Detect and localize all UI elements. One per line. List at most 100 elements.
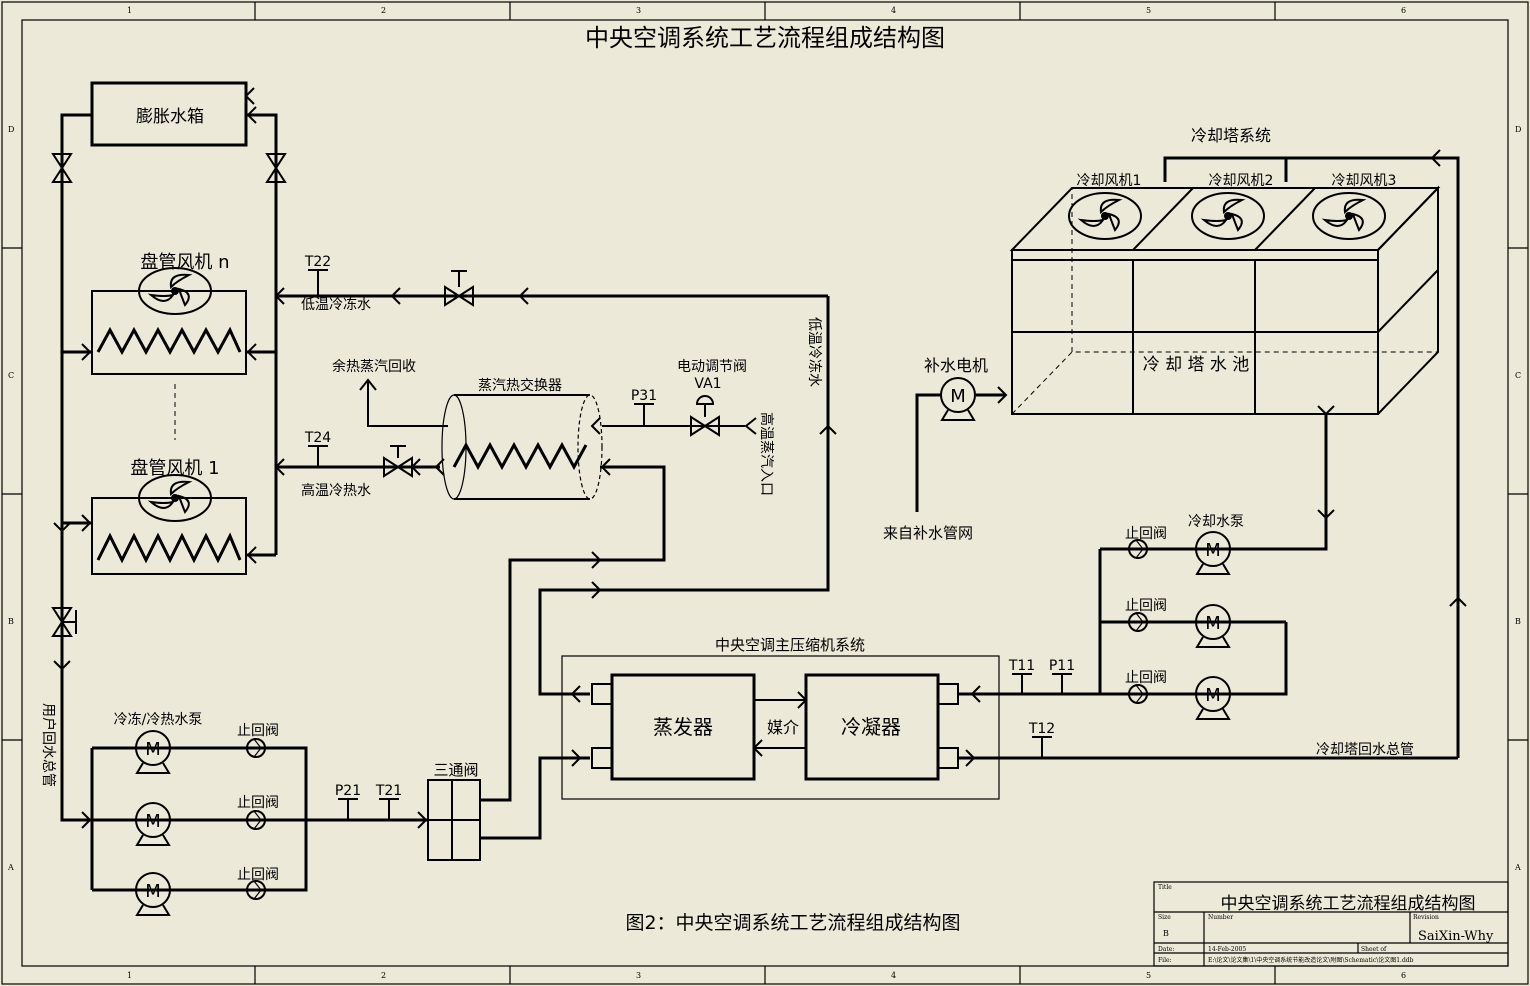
three-way-label: 三通阀 (433, 761, 478, 779)
tb-date: 14-Feb-2005 (1208, 946, 1246, 953)
col-label: 1 (127, 971, 132, 980)
fan1-label: 冷却风机1 (1077, 173, 1142, 189)
fan-icon (1312, 192, 1386, 240)
fan3-label: 冷却风机3 (1332, 173, 1397, 189)
t21-label: T21 (375, 783, 402, 799)
evaporator-box (610, 673, 756, 781)
coil-zigzag (96, 326, 242, 356)
row-label: C (1515, 371, 1521, 380)
medium-label: 媒介 (767, 718, 799, 737)
makeup-source-label: 来自补水管网 (883, 524, 973, 542)
row-label: B (8, 617, 14, 626)
fcu-n-label: 盘管风机 n (140, 252, 229, 273)
check-valve-label: 止回阀 (237, 723, 279, 739)
pump-m-label: M (145, 739, 161, 760)
pump-m-label: M (1205, 540, 1221, 561)
motor-valve-label: 电动调节阀 (677, 359, 747, 375)
check-valve-label: 止回阀 (1125, 598, 1167, 614)
cooling-pipes (958, 156, 1460, 760)
col-label: 1 (127, 6, 132, 15)
tower-system-label: 冷却塔系统 (1191, 126, 1271, 145)
expansion-tank-label: 膨胀水箱 (136, 107, 204, 127)
makeup-motor-label: 补水电机 (924, 356, 988, 375)
t12-label: T12 (1028, 721, 1055, 737)
col-label: 3 (636, 971, 641, 980)
col-label: 2 (381, 6, 386, 15)
fcu-n-coil-box (91, 290, 247, 375)
row-label: A (1514, 863, 1521, 872)
steam-hx-label: 蒸汽热交换器 (478, 377, 562, 394)
user-return-label: 用户回水总管 (40, 703, 57, 787)
hx-return-pipes (480, 296, 830, 840)
cooling-pump-label: 冷却水泵 (1188, 514, 1244, 530)
tb-file: E:\论文\论文集\1\中央空调系统节能改造论文\附图\Schematic\论文… (1208, 956, 1414, 964)
tb-date-label: Date: (1158, 946, 1174, 953)
row-label: A (7, 863, 14, 872)
tb-size-label: Size (1158, 914, 1171, 921)
tower-return-label: 冷却塔回水总管 (1316, 742, 1414, 758)
col-label: 2 (381, 971, 386, 980)
high-temp-hot-label: 高温冷热水 (301, 482, 371, 499)
p21-label: P21 (335, 783, 361, 799)
col-label: 6 (1401, 6, 1406, 15)
page-title: 中央空调系统工艺流程组成结构图 (585, 24, 945, 52)
pump-m-label: M (1205, 685, 1221, 706)
title-block (1153, 881, 1509, 967)
t24-label: T24 (304, 430, 331, 446)
pump-m-label: M (145, 881, 161, 902)
col-label: 5 (1146, 971, 1151, 980)
tower-pool-label: 冷 却 塔 水 池 (1143, 355, 1250, 375)
row-label: D (1515, 125, 1521, 134)
tb-file-label: File: (1158, 957, 1172, 964)
compressor-system-label: 中央空调主压缩机系统 (715, 636, 865, 654)
condenser-label: 冷凝器 (841, 715, 901, 739)
figure-caption: 图2：中央空调系统工艺流程组成结构图 (625, 912, 960, 934)
user-side-pipes (60, 113, 828, 820)
cooling-tower (1009, 185, 1441, 415)
col-label: 5 (1146, 6, 1151, 15)
low-temp-chilled-vertical-label: 低温冷冻水 (806, 317, 823, 387)
check-valve-label: 止回阀 (1125, 670, 1167, 686)
fcu-1-label: 盘管风机 1 (130, 458, 219, 479)
col-label: 6 (1401, 971, 1406, 980)
fcu-1-coil-box (91, 497, 247, 575)
pump-group-label: 冷冻/冷热水泵 (114, 711, 203, 728)
col-label: 4 (891, 971, 896, 980)
col-label: 3 (636, 6, 641, 15)
fan-icon (1191, 192, 1265, 240)
coil-zigzag (96, 532, 242, 564)
tb-number-label: Number (1208, 914, 1233, 921)
chilled-pump-pipes (60, 680, 428, 892)
fan-icon (1068, 192, 1142, 240)
row-label: D (8, 125, 14, 134)
check-valve-label: 止回阀 (237, 867, 279, 883)
pump-m-label: M (1205, 613, 1221, 634)
col-label: 4 (891, 6, 896, 15)
check-valve-label: 止回阀 (237, 795, 279, 811)
evaporator-label: 蒸发器 (653, 715, 713, 739)
va1-label: VA1 (694, 376, 721, 392)
pump-m-label: M (950, 386, 966, 407)
waste-steam-label: 余热蒸汽回收 (332, 358, 416, 375)
compressor-system-frame (561, 655, 1000, 800)
row-label: B (1515, 617, 1521, 626)
check-valve-label: 止回阀 (1125, 526, 1167, 542)
steam-heat-exchanger (441, 394, 603, 500)
tb-title-label: Title (1158, 884, 1172, 891)
tb-size: B (1163, 929, 1169, 938)
pump-m-label: M (145, 811, 161, 832)
p31-label: P31 (631, 388, 657, 404)
tb-revision: SaiXin-Why (1418, 929, 1494, 944)
condenser-box (804, 673, 940, 781)
tb-revision-label: Revision (1413, 914, 1439, 921)
t22-label: T22 (304, 254, 331, 270)
row-label: C (8, 371, 14, 380)
tb-sheet-label: Sheet of (1361, 946, 1387, 953)
tb-title: 中央空调系统工艺流程组成结构图 (1221, 894, 1476, 914)
t11-label: T11 (1008, 658, 1035, 674)
fan2-label: 冷却风机2 (1209, 173, 1274, 189)
low-temp-chilled-label: 低温冷冻水 (301, 296, 371, 313)
p11-label: P11 (1049, 658, 1075, 674)
